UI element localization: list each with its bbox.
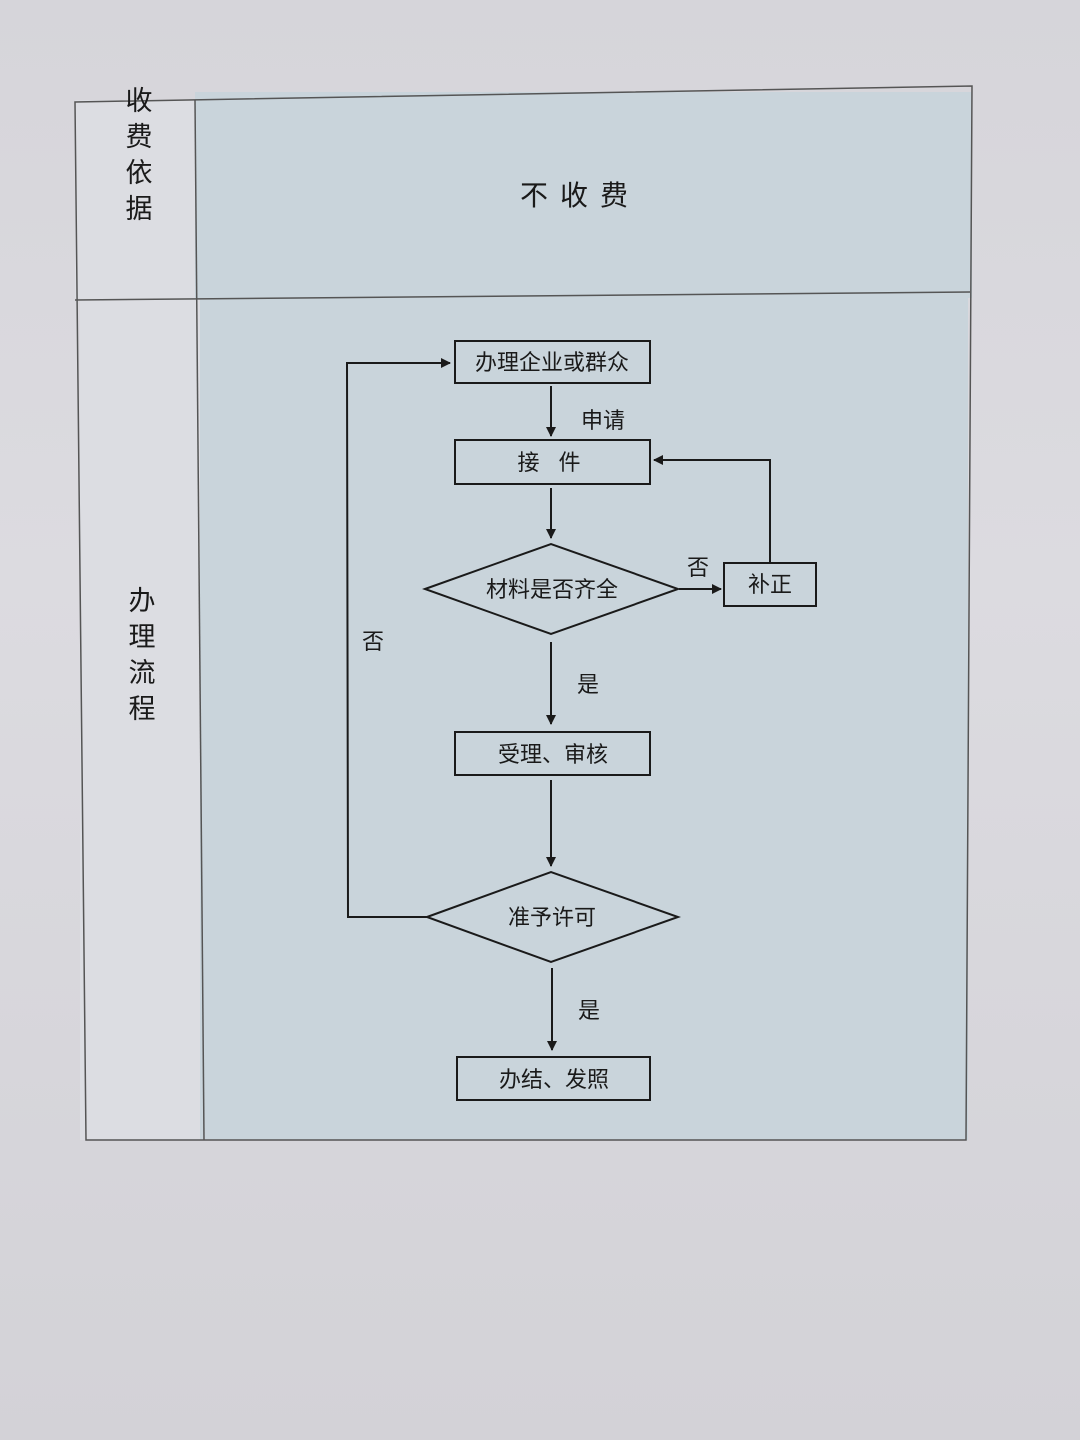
fee-basis-label: 收费依据 (121, 86, 153, 230)
process-label: 办理流程 (124, 586, 156, 730)
node-receive (454, 439, 651, 485)
node-permit (424, 870, 681, 964)
edge-apply-label: 申请 (581, 409, 625, 434)
node-supplement (723, 562, 817, 607)
edge-denied-label: 否 (362, 630, 384, 655)
content-cell-fee (195, 92, 972, 298)
edge-approved-label: 是 (578, 999, 600, 1024)
content-cell-process (200, 294, 968, 1140)
node-applicant (454, 340, 651, 384)
node-check (422, 542, 681, 636)
arrow-denied-return (345, 358, 451, 918)
arrow-supplement-return (653, 455, 771, 563)
header-cell-fee (75, 100, 195, 298)
flowchart-connectors (345, 358, 771, 1051)
node-review (454, 731, 651, 776)
fee-basis-header: 收费依据 (121, 86, 153, 230)
edge-incomplete-label: 否 (687, 556, 709, 581)
edge-complete-label: 是 (577, 673, 599, 698)
node-permit-label: 准予许可 (508, 906, 596, 931)
node-finish (456, 1056, 651, 1101)
table-borders (74, 85, 973, 1141)
node-check-label: 材料是否齐全 (486, 578, 618, 603)
header-cell-process (80, 298, 200, 1140)
node-review-label: 受理、审核 (498, 743, 608, 768)
node-receive-label: 接 件 (518, 451, 587, 476)
fee-basis-value: 不收费 (520, 179, 640, 212)
node-applicant-label: 办理企业或群众 (475, 351, 629, 376)
node-finish-label: 办结、发照 (499, 1068, 609, 1093)
node-supplement-label: 补正 (748, 573, 792, 598)
